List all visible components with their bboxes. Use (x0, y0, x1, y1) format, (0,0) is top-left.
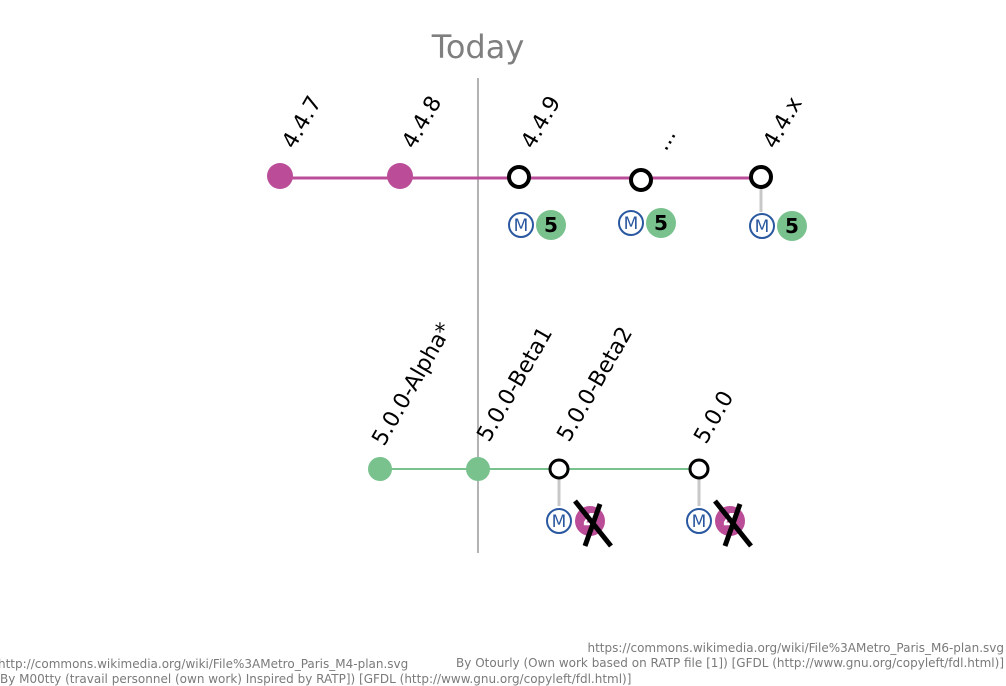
version-dot-released (387, 163, 413, 189)
version-label: ... (650, 124, 682, 155)
metro-m5-badge: M 5 (749, 211, 807, 241)
metro-letter: M (624, 214, 639, 234)
metro-letter: M (552, 512, 567, 532)
line-number: 5 (785, 214, 799, 238)
line-number: 5 (544, 213, 558, 237)
version-label: 4.4.7 (278, 92, 328, 153)
version-dot-planned (749, 165, 773, 189)
metro-m-icon (618, 210, 644, 236)
cross-icon (582, 503, 603, 547)
line-5-icon (646, 208, 676, 238)
metro-m-icon (749, 213, 775, 239)
metro-m5-badge: M 5 (618, 208, 676, 238)
metro-m4-crossed-badge: M 4 (686, 499, 753, 548)
cross-icon (722, 503, 743, 547)
metro-m-icon (546, 508, 572, 534)
credit-m6-author: By Otourly (Own work based on RATP file … (456, 656, 1004, 670)
version-dot-released (368, 457, 392, 481)
line-5-icon (777, 211, 807, 241)
version-dot-planned (688, 458, 710, 480)
metro-letter: M (692, 512, 707, 532)
credit-m4-url: http://commons.wikimedia.org/wiki/File%3… (0, 657, 408, 671)
credit-m4-author: By M00tty (travail personnel (own work) … (0, 672, 631, 686)
line-number: 5 (654, 211, 668, 235)
today-label: Today (431, 28, 525, 66)
version-dot-released (267, 163, 293, 189)
version-label: 4.4.x (759, 93, 808, 153)
metro-m4-crossed-badge: M 4 (546, 499, 613, 548)
metro-letter: M (755, 217, 770, 237)
branch-50: 5.0.0-Alpha* 5.0.0-Beta1 5.0.0-Beta2 5.0… (368, 319, 753, 548)
version-dot-planned (548, 458, 570, 480)
version-dot-planned (629, 168, 653, 192)
version-dot-released (466, 457, 490, 481)
credit-m6-url: https://commons.wikimedia.org/wiki/File%… (587, 641, 1004, 655)
metro-m-icon (508, 212, 534, 238)
version-dot-planned (507, 165, 531, 189)
version-label: 4.4.9 (517, 92, 567, 153)
metro-letter: M (514, 216, 529, 236)
line-5-icon (536, 210, 566, 240)
branch-44: 4.4.7 4.4.8 4.4.9 ... 4.4.x M 5 M 5 M 5 (267, 92, 808, 241)
version-label: 5.0.0-Beta2 (553, 323, 639, 446)
version-label: 4.4.8 (398, 92, 448, 153)
version-label: 5.0.0-Beta1 (473, 323, 559, 446)
version-label: 5.0.0 (690, 387, 740, 448)
version-label: 5.0.0-Alpha* (368, 319, 458, 450)
metro-m-icon (686, 508, 712, 534)
metro-m5-badge: M 5 (508, 210, 566, 240)
